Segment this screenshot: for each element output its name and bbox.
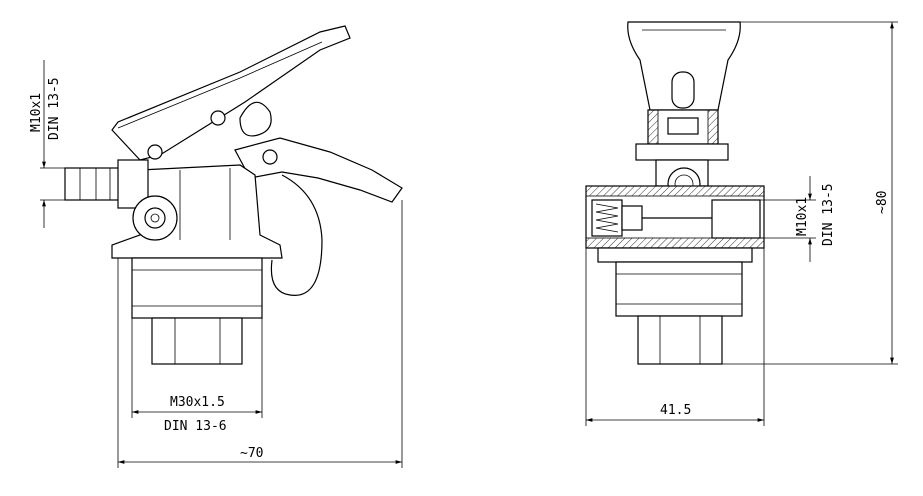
valve-poppet: [621, 205, 643, 231]
front-height-label: ~80: [875, 191, 890, 214]
lever-pivot-2: [147, 144, 163, 160]
handle-slot: [671, 71, 695, 109]
side-view: M10x1 DIN 13-5 M30x1.5 DIN 13-6 ~70: [29, 25, 403, 468]
bottom-collar: [597, 247, 753, 263]
front-thread-side-std: DIN 13-5: [821, 183, 836, 246]
spring: [595, 203, 619, 233]
lever-handle: [111, 25, 351, 161]
side-thread-top-std: DIN 13-5: [47, 77, 62, 140]
side-thread-bottom-label: M30x1.5: [170, 395, 225, 410]
front-threaded-neck: [615, 261, 743, 317]
front-width-label: 41.5: [660, 403, 691, 418]
grip-handle: [234, 137, 403, 203]
side-width-label: ~70: [240, 446, 263, 461]
collar: [635, 143, 729, 161]
gauge-face: [144, 207, 166, 229]
hose-wire: [270, 174, 323, 296]
lever-pivot-3: [262, 149, 278, 165]
lever-pivot-1: [210, 110, 226, 126]
bottom-hex: [151, 317, 243, 365]
front-outlet: [711, 199, 761, 239]
threaded-neck: [131, 257, 263, 319]
front-view: 41.5 M10x1 DIN 13-5 ~80: [585, 21, 898, 426]
outlet-fitting: [64, 167, 121, 201]
side-thread-bottom-std: DIN 13-6: [164, 419, 227, 434]
front-bottom-hex: [637, 315, 723, 365]
safety-pin: [239, 101, 272, 137]
front-thread-side-label: M10x1: [795, 197, 810, 236]
upper-insert: [667, 117, 699, 135]
side-thread-top-label: M10x1: [29, 93, 44, 132]
